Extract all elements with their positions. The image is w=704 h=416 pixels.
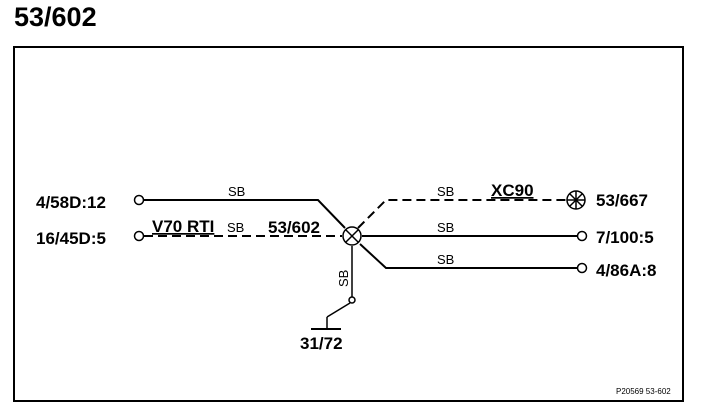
terminal-right-bottom-icon (576, 262, 588, 274)
wire-right-top (357, 199, 566, 229)
ground-icon (311, 296, 356, 330)
page-title: 53/602 (14, 2, 97, 32)
terminal-left-top-icon (133, 194, 145, 206)
connector-label-left-top: 4/58D:12 (36, 193, 106, 212)
connector-label-right-middle: 7/100:5 (596, 228, 654, 247)
terminal-left-bottom-icon (133, 230, 145, 242)
wire-color-right-middle: SB (437, 220, 454, 235)
wire-color-right-top: SB (437, 184, 454, 199)
connector-label-right-bottom: 4/86A:8 (596, 261, 656, 280)
variant-label-right: XC90 (491, 181, 534, 200)
splice-icon (342, 226, 362, 246)
wire-color-left-bottom: SB (227, 220, 244, 235)
terminal-right-middle-icon (576, 230, 588, 242)
wire-color-right-bottom: SB (437, 252, 454, 267)
connector-label-right-top: 53/667 (596, 191, 648, 210)
connector-label-left-bottom: 16/45D:5 (36, 229, 106, 248)
wire-color-left-top: SB (228, 184, 245, 199)
connector-label-ground: 31/72 (300, 334, 343, 353)
wire-color-ground: SB (336, 270, 351, 287)
variant-label-left: V70 RTI (152, 217, 214, 236)
lamp-icon (566, 190, 586, 210)
figure-reference: P20569 53-602 (616, 387, 671, 396)
diagram-frame (13, 46, 684, 402)
wire-right-bottom (359, 243, 578, 269)
splice-label: 53/602 (268, 218, 320, 237)
wire-left-top (144, 199, 346, 229)
